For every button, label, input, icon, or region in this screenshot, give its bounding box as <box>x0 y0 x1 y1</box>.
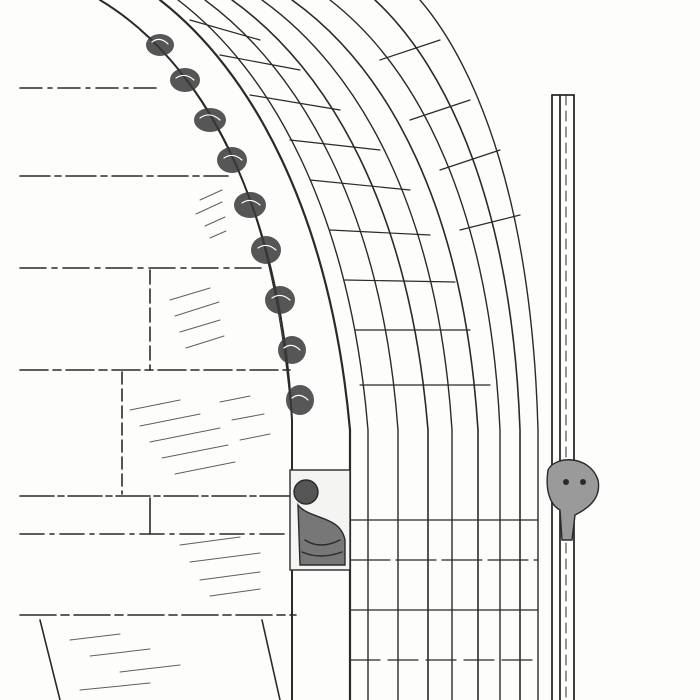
small-carved-head <box>546 459 600 541</box>
archivolt-moldings <box>99 0 539 700</box>
jamb-colonnettes <box>349 519 539 661</box>
carved-foliage-band <box>139 29 314 415</box>
pilaster-shaft <box>551 94 575 700</box>
seated-figure-corbel <box>289 469 351 571</box>
masonry-wall <box>19 87 297 700</box>
